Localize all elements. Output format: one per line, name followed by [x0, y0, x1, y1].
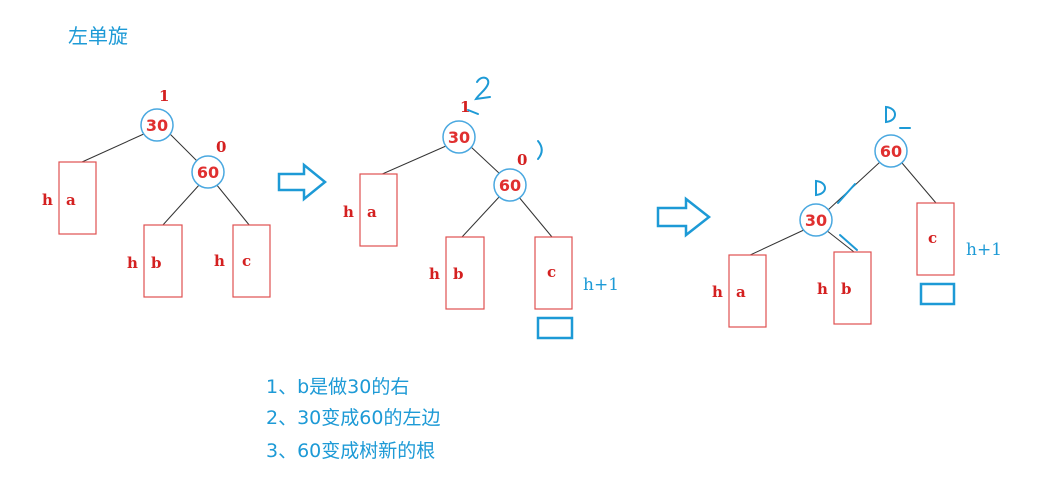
subtree-b-height: h	[429, 265, 440, 283]
node-left	[799, 203, 833, 237]
subtree-a-height: h	[712, 283, 723, 301]
handwritten-tick	[467, 109, 479, 115]
step-1: 1、b是做30的右	[266, 376, 409, 398]
edge-30-a	[81, 132, 147, 163]
handwritten-1	[537, 140, 543, 160]
node-right	[191, 155, 225, 189]
edge-60-b	[461, 195, 501, 238]
handwritten-stroke-left	[837, 183, 856, 204]
handwritten-stroke-right	[839, 234, 858, 251]
edge-60-b	[161, 183, 201, 227]
subtree-a-name: a	[736, 283, 746, 301]
subtree-b-name: b	[151, 254, 162, 272]
edge-30-b	[825, 229, 855, 253]
subtree-c-height: h+1	[583, 275, 619, 295]
subtree-b	[445, 236, 485, 310]
edge-60-c	[215, 183, 251, 227]
subtree-a	[359, 173, 398, 247]
edge-30-60	[469, 145, 501, 175]
inserted-node-box	[919, 282, 956, 306]
rotation-steps: 1、b是做30的右 2、30变成60的左边 3、60变成树新的根	[266, 376, 440, 462]
subtree-c-name: c	[242, 252, 251, 270]
node-left-value: 30	[805, 211, 827, 230]
node-root	[442, 120, 476, 154]
subtree-a	[728, 254, 767, 328]
node-root-value: 30	[146, 116, 168, 135]
edge-60-c	[517, 195, 553, 238]
step-3: 3、60变成树新的根	[266, 440, 435, 462]
balance-factor-root: 1	[159, 87, 169, 105]
inserted-node-box	[536, 316, 574, 340]
subtree-b-height: h	[817, 280, 828, 298]
old-balance-factor-root: 1	[460, 98, 470, 116]
node-right-value: 60	[499, 176, 521, 195]
node-root	[874, 134, 908, 168]
subtree-c	[916, 202, 955, 276]
subtree-b-height: h	[127, 254, 138, 272]
edge-60-c	[901, 162, 937, 204]
handwritten-0-left	[815, 179, 826, 197]
old-balance-factor-right: 0	[517, 151, 527, 169]
step-2: 2、30变成60的左边	[266, 407, 440, 429]
edge-30-60	[167, 131, 199, 163]
diagram-title: 左单旋	[68, 24, 128, 48]
subtree-a-name: a	[367, 203, 377, 221]
node-root-value: 30	[448, 128, 470, 147]
node-right	[493, 168, 527, 202]
subtree-c-name: c	[928, 229, 937, 247]
subtree-b-name: b	[453, 265, 464, 283]
node-right-value: 60	[197, 163, 219, 182]
subtree-a-height: h	[42, 191, 53, 209]
subtree-b	[143, 224, 183, 298]
edge-30-a	[747, 228, 807, 257]
subtree-c	[232, 224, 271, 298]
arrow-right-icon-2	[656, 196, 712, 238]
panel-1-before-rotation: 1 30 0 60 h a h b h c	[42, 87, 271, 298]
node-root-value: 60	[880, 142, 902, 161]
node-root	[140, 108, 174, 142]
subtree-b-name: b	[841, 280, 852, 298]
arrow-right-icon-1	[277, 162, 327, 202]
subtree-c	[534, 236, 573, 310]
balance-factor-right: 0	[216, 138, 226, 156]
subtree-c-height: h	[214, 252, 225, 270]
panel-3-after-rotation: 60 30 h a h b c h+1	[712, 105, 1002, 328]
handwritten-2	[474, 76, 491, 101]
edge-30-a	[379, 145, 447, 176]
subtree-a-height: h	[343, 203, 354, 221]
subtree-b	[833, 251, 872, 325]
subtree-c-height: h+1	[966, 240, 1002, 260]
handwritten-0-root	[885, 105, 896, 124]
subtree-c-name: c	[547, 263, 556, 281]
panel-2-after-insertion: 1 30 0 60 h a h b c h+1	[343, 76, 619, 340]
subtree-a	[58, 161, 97, 235]
subtree-a-name: a	[66, 191, 76, 209]
